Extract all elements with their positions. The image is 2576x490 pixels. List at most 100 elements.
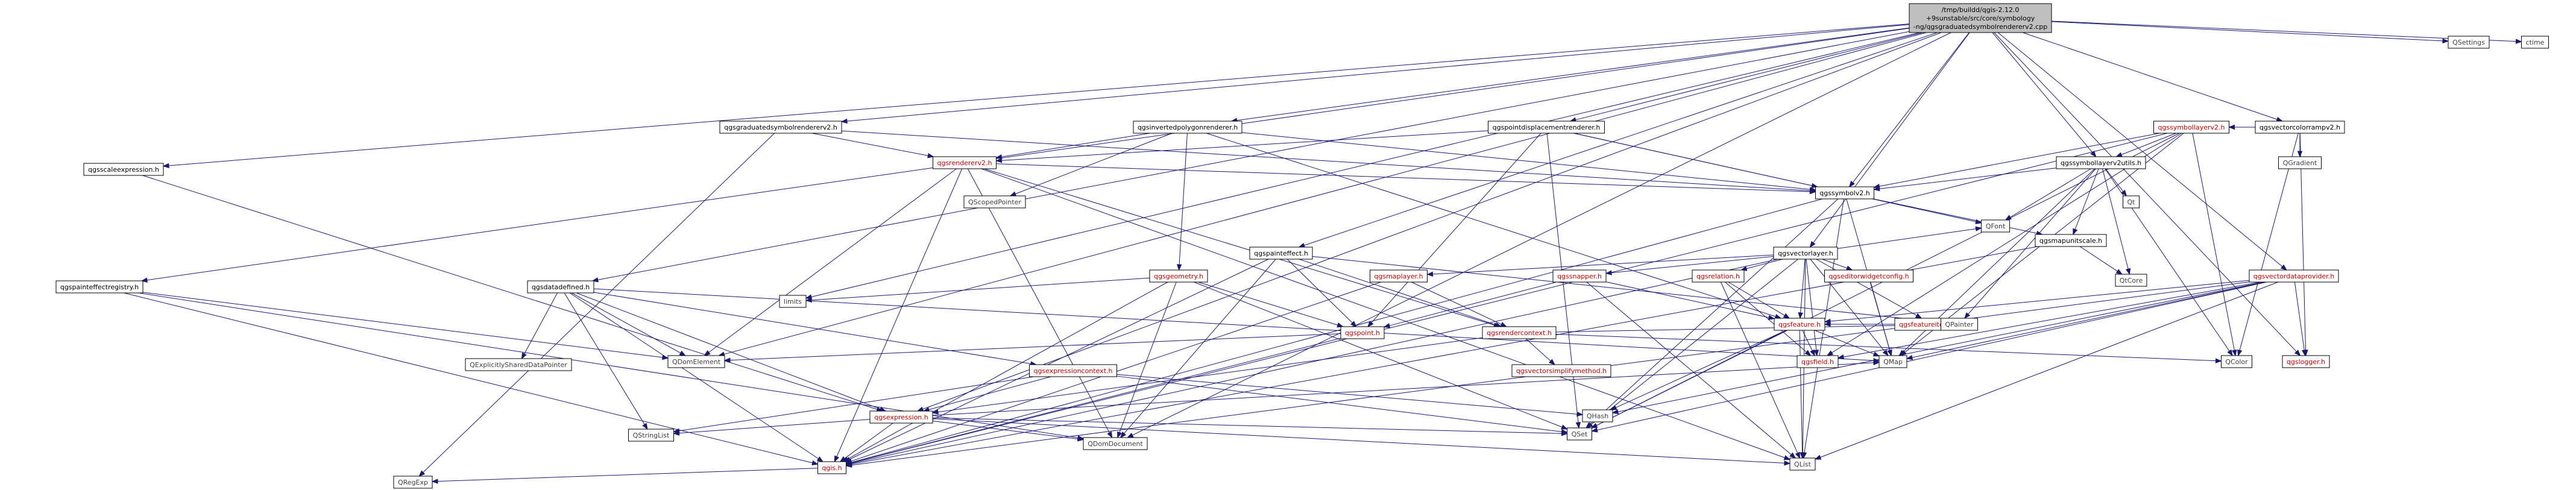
graph-node-symlayerutils[interactable]: qgssymbollayerv2utils.h [2056, 156, 2146, 169]
graph-node-exprcontext[interactable]: qgsexpressioncontext.h [1029, 364, 1117, 377]
node-box [1773, 247, 1838, 260]
node-label: limits [784, 298, 802, 306]
node-label: Qt [2127, 198, 2136, 206]
graph-node-expression[interactable]: qgsexpression.h [869, 410, 933, 424]
edge-feature-to-qmap [1814, 330, 1880, 357]
edge-datadef-to-expression [576, 292, 887, 412]
edge-rendercontext-to-qcolor [1555, 333, 2222, 363]
graph-node-rendercontext[interactable]: qgsrendercontext.h [1482, 326, 1557, 339]
edge-renderer-to-qlist [981, 168, 1791, 460]
graph-node-qset: QSet [1567, 427, 1592, 441]
edge-relation-to-field [1725, 281, 1812, 356]
node-label: qgslogger.h [2287, 358, 2325, 366]
edge-vcolorramp-to-qcolor [2237, 133, 2299, 357]
graph-node-feature[interactable]: qgsfeature.h [1774, 318, 1825, 331]
edge-datadef-to-exprcontext [593, 292, 1038, 366]
edge-scale-to-expression [142, 175, 883, 412]
edge-root-to-peffreg [140, 28, 1910, 283]
node-box [2035, 234, 2107, 247]
graph-node-geometry[interactable]: qgsgeometry.h [1149, 269, 1208, 283]
edge-root-to-pointdisp [1569, 32, 1923, 122]
node-box [1815, 186, 1874, 199]
edge-datadef-to-qstringlist [564, 292, 648, 430]
node-box [1340, 326, 1385, 339]
node-label: QDomDocument [1088, 440, 1143, 448]
node-box [1482, 326, 1557, 339]
graph-node-mapunit[interactable]: qgsmapunitscale.h [2035, 234, 2107, 247]
graph-node-peffreg[interactable]: qgspainteffectregistry.h [55, 280, 143, 294]
graph-node-vectorlayer[interactable]: qgsvectorlayer.h [1773, 247, 1838, 260]
edge-inverted-to-feature [1206, 133, 1782, 319]
graph-node-qlist: QList [1789, 457, 1816, 471]
node-box [527, 280, 594, 294]
graph-node-vsimplify[interactable]: qgsvectorsimplifymethod.h [1511, 364, 1611, 377]
node-label: qgsrelation.h [1696, 272, 1740, 280]
graph-node-renderer[interactable]: qgsrendererv2.h [933, 156, 997, 169]
graph-node-symlayer[interactable]: qgssymbollayerv2.h [2153, 121, 2229, 134]
node-label: qgspainteffectregistry.h [60, 283, 139, 291]
node-label: qgsvectorcolorrampv2.h [2260, 124, 2340, 131]
graph-node-point[interactable]: qgspoint.h [1340, 326, 1385, 339]
graph-node-vdataprov[interactable]: qgsvectordataprovider.h [2249, 269, 2339, 283]
edge-root-to-inverted [1230, 27, 1910, 123]
edge-feature-to-qlist [1799, 330, 1805, 459]
graph-node-limits: limits [779, 295, 807, 308]
node-box [1909, 3, 2052, 33]
node-box [1083, 437, 1148, 450]
node-label: qgsexpression.h [874, 413, 928, 421]
edge-rendercontext-to-vsimplify [1525, 338, 1555, 365]
edge-symlayer-to-symlayerutils [2115, 133, 2176, 157]
graph-node-root[interactable]: /tmp/buildd/qgis-2.12.0+9sunstable/src/c… [1909, 3, 2052, 33]
node-label: QScopedPointer [968, 198, 1021, 206]
node-label: QFont [1986, 222, 2006, 230]
edge-geometry-to-limits [805, 277, 1150, 303]
graph-node-snapper[interactable]: qgssnapper.h [1552, 269, 1607, 283]
graph-node-scale[interactable]: qgsscaleexpression.h [83, 163, 164, 176]
graph-node-qgis[interactable]: qgis.h [817, 461, 846, 474]
edge-root-to-vcolorramp [2023, 32, 2284, 122]
node-label: qgsrendererv2.h [937, 159, 992, 167]
edge-featit-to-feature [1824, 321, 1895, 327]
graph-node-datadef[interactable]: qgsdatadefined.h [527, 280, 594, 294]
node-label: qgsvectorsimplifymethod.h [1516, 367, 1607, 375]
node-label: qgsvectorlayer.h [1778, 250, 1833, 257]
graph-node-inverted[interactable]: qgsinvertedpolygonrenderer.h [1133, 121, 1242, 134]
edge-root-to-grad [840, 24, 1910, 124]
graph-node-qregexp: QRegExp [393, 476, 433, 489]
node-label: qgssnapper.h [1557, 272, 1602, 280]
graph-node-painteffect[interactable]: qgspainteffect.h [1249, 247, 1313, 260]
edge-snapper-to-feature [1605, 281, 1775, 320]
graph-node-logger[interactable]: qgslogger.h [2282, 355, 2330, 368]
graph-node-symbolv2[interactable]: qgssymbolv2.h [1815, 186, 1874, 199]
graph-node-editorwidget[interactable]: qgseditorwidgetconfig.h [1824, 269, 1913, 283]
edge-root-to-qsettings [2051, 21, 2449, 44]
edge-exprcontext-to-qstringlist [673, 376, 1034, 434]
graph-node-vcolorramp[interactable]: qgsvectorcolorrampv2.h [2255, 121, 2345, 134]
node-box [2249, 269, 2339, 283]
graph-node-field[interactable]: qgsfield.h [1797, 355, 1839, 368]
node-label: /tmp/buildd/qgis-2.12.0 [1942, 6, 2020, 14]
graph-node-maplayer[interactable]: qgsmaplayer.h [1370, 269, 1428, 283]
edge-vdataprov-to-field [1837, 281, 2261, 360]
node-label: qgsrendercontext.h [1487, 329, 1552, 337]
graph-node-relation[interactable]: qgsrelation.h [1692, 269, 1745, 283]
edge-vdataprov-to-qmap [1906, 281, 2266, 360]
node-box [667, 355, 725, 368]
edge-symlayerutils-to-symbolv2 [1873, 168, 2057, 192]
graph-node-qmap: QMap [1878, 355, 1907, 368]
edge-vectorlayer-to-editorwidget [1822, 259, 1853, 271]
node-box [55, 280, 143, 294]
graph-node-ctime: ctime [2521, 36, 2549, 49]
node-label: qgssymbollayerv2utils.h [2061, 159, 2141, 167]
edge-symlayer-to-field [1826, 133, 2182, 356]
node-box [817, 461, 846, 474]
node-label: qgsmaplayer.h [1374, 272, 1423, 280]
graph-node-pointdisp[interactable]: qgspointdisplacementrenderer.h [1488, 121, 1605, 134]
edge-renderer-to-symbolv2 [996, 163, 1816, 195]
node-label: QExplicitlySharedDataPointer [470, 361, 567, 369]
node-box [1488, 121, 1605, 134]
graph-node-grad[interactable]: qgsgraduatedsymbolrendererv2.h [719, 121, 842, 134]
edge-renderer-to-qgis [834, 168, 963, 463]
edge-renderer-to-qdomelement [704, 168, 957, 356]
node-label: qgis.h [822, 464, 842, 472]
